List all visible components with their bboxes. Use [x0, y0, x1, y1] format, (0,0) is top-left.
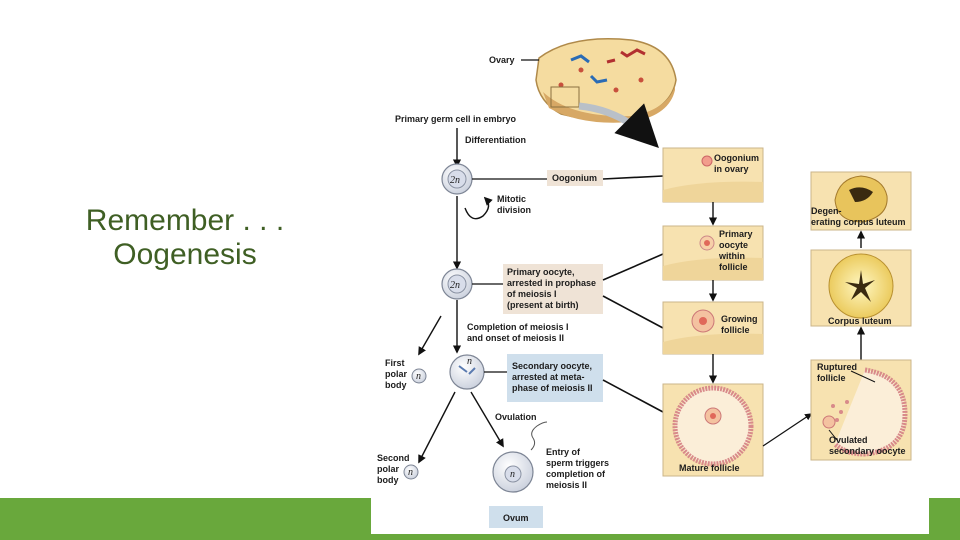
first-polar-body-cell: n [411, 368, 427, 384]
oogonium-in-ovary-label-2: in ovary [714, 164, 749, 174]
first-polar-label-1: First [385, 358, 405, 368]
primary-oocyte-label-4: (present at birth) [507, 300, 579, 310]
ovum-label-box [489, 506, 543, 528]
follicle-panel-primary [662, 225, 764, 281]
primary-oocyte-label-3: of meiosis I [507, 289, 557, 299]
primary-oocyte-to-growing-line [602, 295, 664, 329]
primary-follicle-label-1: Primary [719, 229, 753, 239]
ruptured-follicle-label-2: follicle [817, 373, 846, 383]
secondary-oocyte-label-3: phase of meiosis II [512, 383, 593, 393]
follicle-panel-oogonium [662, 147, 764, 203]
slide-title-line1: Remember . . . [85, 204, 285, 237]
corpus-luteum-panel [810, 249, 912, 327]
follicle-panel-growing [662, 301, 764, 355]
primary-oocyte-label-1: Primary oocyte, [507, 267, 575, 277]
ovulated-label-2: secondary oocyte [829, 446, 906, 456]
ruptured-pointer [850, 370, 876, 383]
oogonium-in-ovary-label-1: Oogonium [714, 153, 759, 163]
follicle-panel-mature [662, 383, 764, 477]
corpus-luteum-label: Corpus luteum [828, 316, 892, 326]
primary-oocyte-label-box [503, 264, 603, 314]
first-polar-label-3: body [385, 380, 407, 390]
oogenesis-diagram: Ovary Primary germ cell in embryo Differ… [371, 30, 929, 534]
secondary-oocyte-label-1: Secondary oocyte, [512, 361, 592, 371]
secondary-oocyte-ploidy: n [467, 356, 472, 367]
sperm-entry-label-3: completion of [546, 469, 606, 479]
ovulation-arrow [470, 391, 504, 448]
ovulation-label: Ovulation [495, 412, 537, 422]
ruptured-follicle-panel [810, 359, 912, 461]
sperm-entry-label-1: Entry of [546, 447, 581, 457]
oogonium-label-box [547, 170, 603, 186]
differentiation-label: Differentiation [465, 135, 526, 145]
slide-title: Remember . . . Oogenesis [60, 204, 310, 272]
primary-follicle-label-2: oocyte [719, 240, 748, 250]
mitotic-arrow [464, 196, 493, 220]
oogonium-label: Oogonium [552, 173, 597, 183]
ruptured-follicle-label-1: Ruptured [817, 362, 857, 372]
ovum-ploidy: n [510, 469, 515, 480]
slide-title-line2: Oogenesis [113, 238, 257, 271]
corpus-luteum-degenerating-panel [810, 171, 912, 231]
secondary-oocyte-label-2: arrested at meta- [512, 372, 585, 382]
mitotic-label-1: Mitotic [497, 194, 526, 204]
first-polar-arrow [418, 315, 442, 356]
ovum-cell: n [492, 451, 534, 493]
sperm-entry-label-2: sperm triggers [546, 458, 609, 468]
degenerating-label-1: Degen- [811, 206, 842, 216]
second-polar-label-3: body [377, 475, 399, 485]
primary-oocyte-cell: 2n [441, 268, 473, 300]
mitotic-label-2: division [497, 205, 531, 215]
first-polar-label-2: polar [385, 369, 408, 379]
diagram-svg: Ovary Primary germ cell in embryo Differ… [377, 38, 912, 528]
degenerating-label-2: erating corpus luteum [811, 217, 906, 227]
sperm-icon [530, 421, 548, 451]
primary-oocyte-ploidy: 2n [450, 280, 460, 291]
secondary-oocyte-label-box [507, 354, 603, 402]
primary-follicle-label-3: within [718, 251, 745, 261]
sperm-entry-label-4: meiosis II [546, 480, 587, 490]
secondary-oocyte-cell: n [449, 354, 485, 390]
primary-oocyte-to-follicle-line [602, 253, 664, 281]
ovum-label: Ovum [503, 513, 529, 523]
completion-label-1: Completion of meiosis I [467, 322, 569, 332]
first-polar-ploidy: n [416, 371, 421, 382]
second-polar-body-cell: n [403, 464, 419, 480]
ovulated-label-1: Ovulated [829, 435, 868, 445]
ovary-label: Ovary [489, 55, 515, 65]
zoom-arrow [578, 102, 659, 148]
oogonium-to-follicle-line [602, 175, 664, 180]
secondary-to-mature-line [602, 379, 664, 413]
growing-follicle-label-1: Growing [721, 314, 758, 324]
oogonium-ploidy: 2n [450, 175, 460, 186]
completion-label-2: and onset of meiosis II [467, 333, 564, 343]
second-polar-ploidy: n [408, 467, 413, 478]
primary-oocyte-label-2: arrested in prophase [507, 278, 596, 288]
second-polar-arrow [418, 391, 456, 464]
oogonium-cell: 2n [441, 163, 473, 195]
mature-to-ruptured-arrow [762, 413, 813, 447]
growing-follicle-label-2: follicle [721, 325, 750, 335]
primary-germ-cell-label: Primary germ cell in embryo [395, 114, 517, 124]
second-polar-label-2: polar [377, 464, 400, 474]
primary-follicle-label-4: follicle [719, 262, 748, 272]
ovulated-pointer [828, 429, 838, 441]
mature-follicle-label: Mature follicle [679, 463, 740, 473]
ovary-illustration [535, 38, 677, 123]
second-polar-label-1: Second [377, 453, 410, 463]
